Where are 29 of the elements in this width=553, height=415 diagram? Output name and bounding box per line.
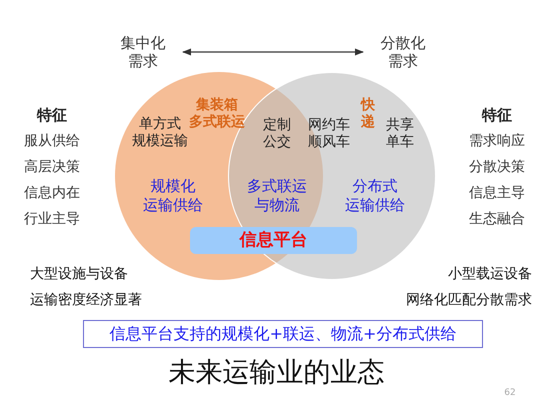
feature-item: 信息主导 (468, 184, 526, 203)
feature-item: 行业主导 (23, 210, 81, 229)
demand-label: 分散化需求 (373, 34, 433, 70)
demand-label: 集中化需求 (113, 34, 173, 70)
slide-title: 未来运输业的业态 (168, 356, 386, 390)
feature-heading: 特征 (36, 105, 68, 126)
supply-label: 多式联运与物流 (246, 177, 308, 215)
feature-item: 需求响应 (468, 132, 526, 151)
feature-item: 生态融合 (468, 210, 526, 229)
feature-item: 信息内在 (23, 184, 81, 203)
mode-label: 网约车顺风车 (307, 117, 351, 151)
feature-item: 分散决策 (468, 158, 526, 177)
note-text: 网络化匹配分散需求 (405, 291, 532, 310)
feature-item: 服从供给 (23, 132, 81, 151)
supply-label: 规模化运输供给 (142, 177, 204, 215)
note-text: 大型设施与设备 (30, 265, 129, 284)
summary-box: 信息平台支持的规模化+联运、物流+分布式供给 (83, 320, 483, 348)
mode-label: 共享单车 (385, 117, 415, 151)
mode-label: 定制公交 (262, 117, 292, 151)
mode-label: 单方式规模运输 (131, 116, 189, 150)
supply-label: 分布式运输供给 (344, 177, 406, 215)
feature-heading: 特征 (480, 105, 513, 126)
double-arrow (182, 48, 364, 56)
feature-item: 高层决策 (23, 158, 81, 177)
note-text: 小型载运设备 (447, 265, 532, 284)
mode-label: 快递 (359, 97, 376, 131)
platform-box: 信息平台 (190, 227, 357, 254)
page-number: 62 (503, 387, 517, 400)
note-text: 运输密度经济显著 (30, 291, 143, 310)
